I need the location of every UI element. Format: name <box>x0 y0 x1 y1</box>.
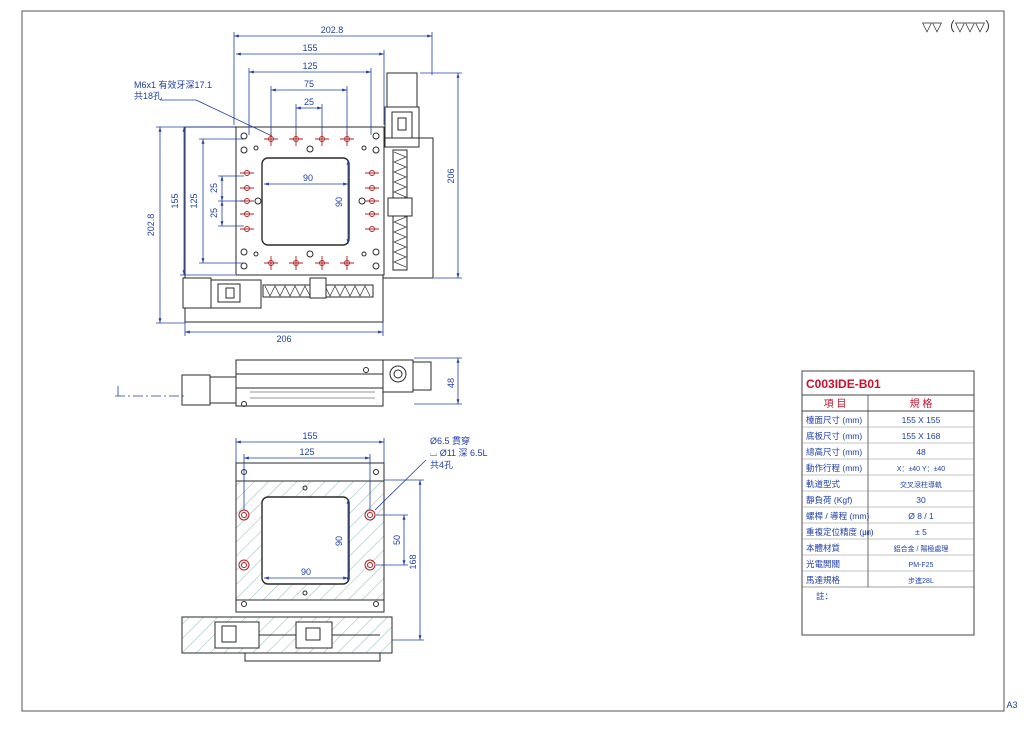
spec-row-value: 155 X 168 <box>902 431 941 441</box>
dim-height-overall: 202.8 <box>146 214 156 237</box>
bottom-view-dim-text: 155 125 90 90 50 168 Ø6.5 貫穿 ⌴ Ø11 深 6.5… <box>299 431 487 577</box>
dim-opening-90-h: 90 <box>303 173 313 183</box>
spec-row-value: 30 <box>916 495 926 505</box>
spec-header-spec: 規 格 <box>910 397 933 410</box>
spec-row-item: 本體材質 <box>806 543 841 553</box>
bottom-lower-strip <box>235 599 385 613</box>
dim-right-206: 206 <box>446 168 456 183</box>
spec-row-item: 重複定位精度 (㎛) <box>806 527 874 538</box>
side-table <box>235 359 384 375</box>
dim-hole-span-125: 125 <box>302 61 317 71</box>
spec-header-item: 項 目 <box>824 398 847 410</box>
dim-width-table: 155 <box>302 43 317 53</box>
bottom-nut-section <box>295 621 333 649</box>
bottom-dim-50: 50 <box>392 535 402 545</box>
spec-table-title: C003IDE-B01 <box>806 377 881 391</box>
spec-row-item: 軌道型式 <box>806 479 841 489</box>
bottom-top-strip <box>235 462 385 482</box>
bottom-dim-width-125: 125 <box>299 447 314 457</box>
spec-row-value: 步進28L <box>908 576 934 585</box>
side-y-motor <box>382 359 414 393</box>
surface-finish-symbol: ▽▽（▽▽▽） <box>922 19 998 34</box>
bottom-slot-strip <box>244 652 381 662</box>
side-middle-slide <box>235 373 384 389</box>
bottom-view <box>181 462 393 662</box>
note-m6-line1: M6x1 有效牙深17.1 <box>134 79 212 90</box>
y-coupling-inner <box>397 117 407 131</box>
spec-row-item: 總高尺寸 (mm) <box>806 447 862 457</box>
y-motor-bracket <box>384 106 420 148</box>
note-m6-line2: 共18孔 <box>134 91 162 101</box>
sheet-size-label: A3 <box>1006 700 1017 710</box>
bottom-dim-width-155: 155 <box>302 431 317 441</box>
spec-row-item: 動作行程 (mm) <box>806 463 862 473</box>
spec-row-value: 48 <box>916 447 926 457</box>
spec-row-value: 交叉滾柱導軌 <box>900 480 942 489</box>
spec-row-item: 光電開關 <box>806 559 840 569</box>
spec-row-item: 靜負荷 (Kgf) <box>806 495 852 505</box>
dim-hole-span-75: 75 <box>304 79 314 89</box>
bottom-note-line1: Ø6.5 貫穿 <box>430 435 470 446</box>
dim-hole-pitch-25: 25 <box>304 97 314 107</box>
dim-height-table: 155 <box>170 193 180 208</box>
spec-row-item: 底板尺寸 (mm) <box>806 431 862 441</box>
side-view <box>115 359 432 407</box>
dim-height-48: 48 <box>446 378 456 388</box>
spec-row-value: X：±40 Y：±40 <box>897 466 946 473</box>
side-x-motor <box>181 374 211 406</box>
bottom-view-dimensions <box>235 438 427 641</box>
sheet-border <box>21 10 1005 712</box>
bottom-dim-opening-90-h: 90 <box>301 567 311 577</box>
bottom-dim-opening-90-v: 90 <box>334 536 344 546</box>
side-base <box>235 387 384 407</box>
x-nut-block <box>309 277 327 299</box>
x-motor-housing <box>182 277 212 309</box>
spec-row-item: 馬達規格 <box>806 575 841 585</box>
top-view <box>182 72 434 323</box>
spec-row-item: 檯面尺寸 (mm) <box>806 415 862 425</box>
spec-row-item: 螺桿 / 導程 (mm) <box>806 511 869 521</box>
bottom-coupling-inner <box>221 625 237 643</box>
top-view-dimensions <box>156 32 462 336</box>
bottom-note-line2: ⌴ Ø11 深 6.5L <box>430 448 488 458</box>
spec-row-value: PM-F25 <box>909 562 934 569</box>
dim-height-125: 125 <box>189 193 199 208</box>
y-nut-block <box>387 197 413 217</box>
top-view-dim-text: 202.8 155 125 75 25 90 90 202.8 155 125 … <box>134 25 456 344</box>
dim-bottom-206: 206 <box>276 334 291 344</box>
dim-pitch-25-b: 25 <box>209 208 219 218</box>
side-y-bracket <box>412 361 432 391</box>
y-motor-housing <box>386 72 418 108</box>
side-x-bracket <box>209 376 237 404</box>
side-y-motor-shaft <box>389 365 407 383</box>
dim-pitch-25-a: 25 <box>209 183 219 193</box>
spec-note-label: 註： <box>816 591 833 601</box>
x-motor-bracket <box>210 279 262 309</box>
side-view-dimensions <box>414 357 462 405</box>
top-m6-tapped-holes <box>240 132 379 270</box>
spec-row-value: ± 5 <box>915 527 927 537</box>
spec-row-value: Ø 8 / 1 <box>908 511 934 521</box>
x-coupling <box>217 283 241 303</box>
spec-table: C003IDE-B01 項 目 規 格 檯面尺寸 (mm) 155 X 155 … <box>801 370 975 636</box>
dim-opening-90-v: 90 <box>334 197 344 207</box>
bottom-note-line3: 共4孔 <box>430 460 453 470</box>
bottom-dim-168: 168 <box>408 554 418 569</box>
spec-row-value: 155 X 155 <box>902 415 941 425</box>
top-table <box>235 126 385 276</box>
spec-row-value: 鋁合金 / 陽極處理 <box>894 544 949 553</box>
x-coupling-inner <box>225 287 235 299</box>
dim-width-overall: 202.8 <box>321 25 344 35</box>
